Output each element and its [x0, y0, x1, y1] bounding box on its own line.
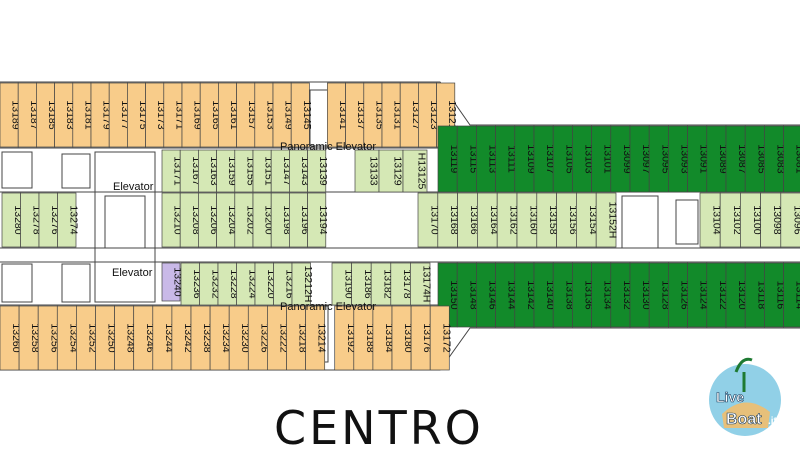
logo-text-suffix: .it: [768, 416, 778, 427]
cabin-number-label: 13129: [392, 156, 404, 185]
cabin-number-label: 13121: [446, 100, 458, 129]
stairwell: [675, 199, 699, 245]
cabin-13096[interactable]: [780, 192, 800, 248]
stairwell: [61, 263, 91, 303]
panoramic-elevator-label-bottom: Panoramic Elevator: [280, 301, 376, 313]
stairwell: [1, 263, 33, 303]
labels: Panoramic Elevator Panoramic Elevator El…: [112, 141, 484, 455]
cabin-number-label: H13125: [416, 153, 428, 190]
cabin-13145[interactable]: [290, 82, 310, 148]
cabin-H13125[interactable]: [402, 149, 428, 193]
stairwell: [621, 195, 659, 249]
cabin-13240[interactable]: [161, 262, 181, 302]
cabin-13274[interactable]: [57, 192, 77, 248]
cabin-13172[interactable]: [429, 305, 450, 371]
cabin-number-label: 13133: [368, 156, 380, 185]
cabin-13129[interactable]: [378, 149, 404, 193]
cabin-number-label: 13162: [508, 205, 520, 234]
elevator-core: [94, 151, 156, 303]
elevator-shaft: [104, 195, 146, 249]
stairwell: [61, 153, 91, 189]
cabin-number-label: 13145: [301, 100, 313, 129]
deck-title: CENTRO: [274, 401, 484, 455]
cabin-13214[interactable]: [305, 305, 326, 371]
cabin-number-label: 13081: [794, 144, 800, 173]
panoramic-elevator-label-top: Panoramic Elevator: [280, 141, 376, 153]
cabin-number-label: 13158: [547, 205, 559, 234]
liveboat-logo: Live Boat .it: [709, 357, 781, 436]
cabin-13133[interactable]: [354, 149, 380, 193]
cabin-number-label: 13098: [771, 205, 783, 234]
cabin-number-label: 13152H: [607, 202, 619, 239]
cabin-13194[interactable]: [307, 192, 327, 248]
cabin-number-label: 13096: [791, 205, 800, 234]
cabin-number-label: 13168: [448, 205, 460, 234]
logo-island: [722, 402, 770, 428]
cabin-number-label: 13174H: [421, 266, 433, 303]
cabin-13174H[interactable]: [410, 262, 431, 306]
cabin-number-label: 13164: [488, 205, 500, 234]
cabin-13081[interactable]: [783, 125, 800, 193]
cabin-13139[interactable]: [307, 149, 327, 193]
cabin-13152H[interactable]: [595, 192, 617, 248]
logo-text-boat: Boat: [726, 411, 762, 428]
cabin-number-label: 13156: [567, 205, 579, 234]
cabin-number-label: 13224: [246, 269, 258, 298]
cabin-13212H[interactable]: [291, 262, 311, 306]
cabin-number-label: 13172: [440, 323, 452, 352]
cabin-number-label: 13240: [172, 267, 184, 296]
cabin-number-label: 13100: [751, 205, 763, 234]
cabin-number-label: 13104: [711, 205, 723, 234]
cabin-number-label: 13114: [794, 281, 800, 310]
logo-palm: [734, 357, 753, 392]
logo-text-live: Live: [716, 389, 744, 405]
cabin-13114[interactable]: [783, 262, 800, 328]
cabin-number-label: 13139: [317, 156, 329, 185]
cabin-number-label: 13274: [67, 205, 79, 234]
cabin-number-label: 13154: [587, 205, 599, 234]
elevator-label-lower: Elevator: [112, 267, 153, 279]
cabin-number-label: 13212H: [302, 266, 314, 303]
cabin-number-label: 13166: [468, 205, 480, 234]
elevator-label-upper: Elevator: [113, 181, 154, 193]
cabin-number-label: 13214: [316, 323, 328, 352]
cabin-number-label: 13160: [527, 205, 539, 234]
cabin-number-label: 13102: [731, 205, 743, 234]
stairwell: [1, 151, 33, 189]
cabin-number-label: 13280: [12, 205, 24, 234]
cabin-number-label: 13194: [317, 205, 329, 234]
cabin-number-label: 13170: [428, 205, 440, 234]
